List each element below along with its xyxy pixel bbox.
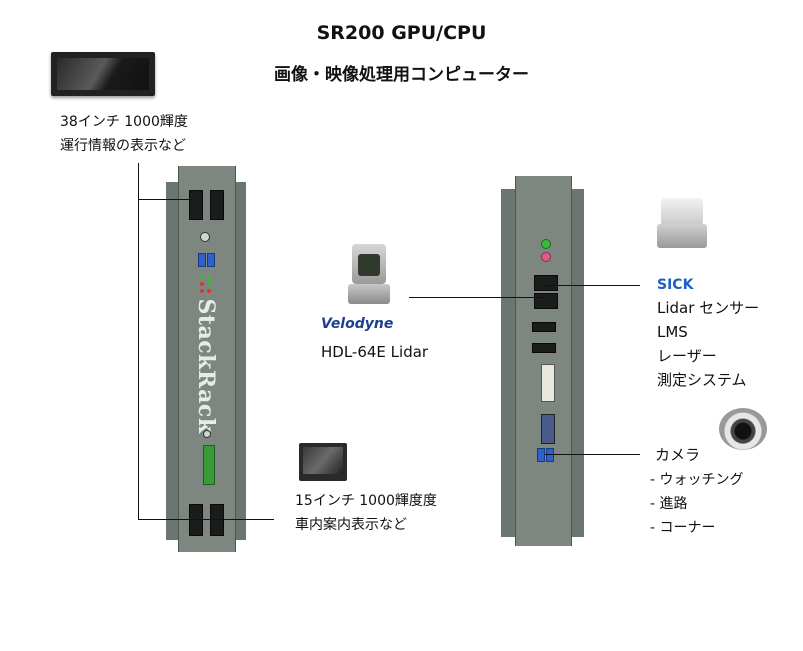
bottom-port-left: [189, 504, 203, 536]
bottom-port-right: [210, 504, 224, 536]
sick-sensor-image: [657, 198, 709, 250]
sick-line-1: Lidar センサー: [657, 299, 760, 317]
device-right-flank: [568, 189, 584, 537]
brand-logo: StackRack: [193, 298, 219, 434]
screw-icon: [203, 430, 211, 438]
led-icon: [207, 282, 211, 286]
device-left-flank: [501, 189, 517, 537]
sick-line-3: レーザー: [657, 347, 717, 365]
sick-logo: SICK: [657, 277, 694, 293]
led-icon: [200, 289, 204, 293]
monitor-38-line1: 38インチ 1000輝度: [60, 114, 188, 130]
device-left-flank: [166, 182, 180, 540]
sick-label: Lidar センサー LMS レーザー 測定システム: [657, 296, 759, 392]
velodyne-model: HDL-64E Lidar: [321, 343, 429, 361]
monitor-15-line2: 車内案内表示など: [295, 517, 407, 533]
led-icon: [200, 282, 204, 286]
usb-port-1: [537, 448, 545, 462]
page-title: SR200 GPU/CPU: [316, 22, 487, 44]
monitor-15-label: 15インチ 1000輝度度 車内案内表示など: [295, 489, 437, 537]
velodyne-logo: Velodyne: [321, 316, 394, 332]
connector-line-top: [138, 199, 194, 200]
audio-jack-icon: [541, 239, 551, 249]
led-icon: [207, 289, 211, 293]
display-port-1: [532, 322, 556, 332]
sick-line-4: 測定システム: [657, 371, 747, 389]
serial-port: [541, 414, 555, 444]
sick-line-2: LMS: [657, 323, 688, 341]
camera-item-3: - コーナー: [650, 520, 716, 536]
usb-port-2: [207, 253, 215, 267]
camera-image: [719, 408, 767, 450]
page-subtitle: 画像・映像処理用コンピューター: [274, 65, 529, 85]
dvi-port: [541, 364, 555, 402]
monitor-38-line2: 運行情報の表示など: [60, 138, 186, 154]
velodyne-lidar-image: [344, 244, 394, 308]
power-icon: [200, 232, 210, 242]
camera-item-1: - ウォッチング: [650, 472, 744, 488]
velodyne-connector-line: [409, 297, 544, 298]
top-port-left: [189, 190, 203, 220]
device-body: [178, 166, 236, 552]
sick-connector-line: [545, 285, 640, 286]
monitor-38-image: [51, 52, 155, 96]
monitor-15-line1: 15インチ 1000輝度度: [295, 493, 437, 509]
monitor-15-image: [299, 443, 347, 481]
camera-items: - ウォッチング - 進路 - コーナー: [650, 468, 744, 540]
terminal-block: [203, 445, 215, 485]
usb-port-2: [546, 448, 554, 462]
connector-line-bottom: [138, 519, 274, 520]
device-body: [515, 176, 572, 546]
monitor-38-label: 38インチ 1000輝度 運行情報の表示など: [60, 110, 188, 158]
connector-line-vertical: [138, 163, 139, 520]
camera-title: カメラ: [655, 446, 701, 464]
ethernet-port-1: [534, 275, 558, 291]
led-icon: [207, 275, 211, 279]
camera-connector-line: [545, 454, 640, 455]
display-port-2: [532, 343, 556, 353]
camera-item-2: - 進路: [650, 496, 688, 512]
led-icon: [200, 275, 204, 279]
audio-jack-icon: [541, 252, 551, 262]
ethernet-port-2: [534, 293, 558, 309]
top-port-right: [210, 190, 224, 220]
usb-port-1: [198, 253, 206, 267]
